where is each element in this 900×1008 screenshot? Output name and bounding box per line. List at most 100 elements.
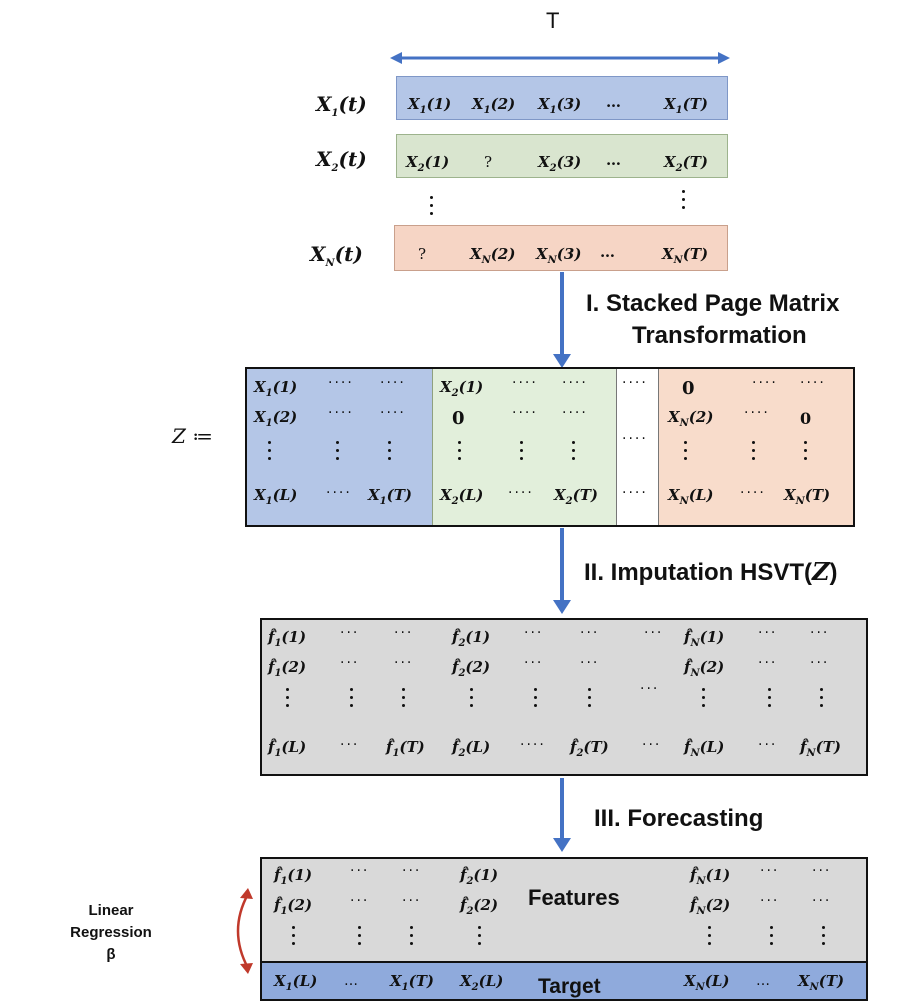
row-label-x2: X2(t) <box>316 147 367 174</box>
z-dots: ···· <box>508 485 534 501</box>
cell-x2-T: X2(T) <box>664 153 708 174</box>
features-fn-2: f̂N(2) <box>690 896 731 917</box>
cell-x2-ellipsis: … <box>606 151 621 169</box>
features-fn-1: f̂N(1) <box>690 866 731 887</box>
imputed-f1-1: f̂1(1) <box>268 628 307 649</box>
z-dots: ···· <box>744 405 770 421</box>
z-dots: ···· <box>622 375 648 391</box>
features-dots: ··· <box>350 893 370 909</box>
z-x2-L: X2(L) <box>440 486 484 507</box>
step1-title-line2: Transformation <box>632 322 807 349</box>
imputed-f1-T: f̂1(T) <box>386 738 425 759</box>
cell-x1-3: X1(3) <box>538 95 582 116</box>
features-dots: ··· <box>760 863 780 879</box>
z-block-series-1 <box>247 369 432 525</box>
z-x1-L: X1(L) <box>254 486 298 507</box>
features-vdots <box>292 926 295 950</box>
features-dots: ··· <box>350 863 370 879</box>
imputed-dots: ··· <box>340 655 360 671</box>
z-xn-zero: 0 <box>682 378 695 399</box>
target-x2-L: X2(L) <box>460 972 504 993</box>
z-xn-T: XN(T) <box>784 486 831 507</box>
imputed-dots: ··· <box>810 625 830 641</box>
target-xn-T: XN(T) <box>798 972 845 993</box>
imputed-dots: ··· <box>644 625 664 641</box>
features-f1-2: f̂1(2) <box>274 896 313 917</box>
features-vdots <box>358 926 361 950</box>
imputed-dots: ··· <box>524 625 544 641</box>
step3-title: III. Forecasting <box>594 805 764 832</box>
z-x2-T: X2(T) <box>554 486 598 507</box>
z-dots: ···· <box>380 375 406 391</box>
regression-line-2: Regression <box>70 924 152 941</box>
z-vdots <box>520 441 523 465</box>
z-xn-zero-2: 0 <box>800 409 812 428</box>
features-vdots <box>708 926 711 950</box>
z-vdots <box>336 441 339 465</box>
z-vdots <box>458 441 461 465</box>
target-label: Target <box>538 975 601 998</box>
flow-arrow-2 <box>553 528 571 614</box>
features-block <box>260 857 868 961</box>
z-block-series-2 <box>432 369 617 525</box>
z-dots: ···· <box>562 405 588 421</box>
z-dots: ···· <box>752 375 778 391</box>
z-x2-1: X2(1) <box>440 378 484 399</box>
cell-x2-missing: ? <box>484 153 493 171</box>
z-x1-1: X1(1) <box>254 378 298 399</box>
imputed-dots: ··· <box>580 655 600 671</box>
target-xn-L: XN(L) <box>684 972 730 993</box>
z-dots: ···· <box>512 375 538 391</box>
features-dots: ··· <box>812 893 832 909</box>
z-vdots <box>752 441 755 465</box>
features-dots: ··· <box>402 863 422 879</box>
cell-x1-ellipsis: … <box>606 93 621 111</box>
flow-arrow-3 <box>553 778 571 852</box>
vertical-ellipsis <box>430 196 433 220</box>
row-label-xn: XN(t) <box>310 242 363 269</box>
imputed-fn-2: f̂N(2) <box>684 658 725 679</box>
z-xn-L: XN(L) <box>668 486 714 507</box>
imputed-dots: ··· <box>340 737 360 753</box>
z-dots: ···· <box>326 485 352 501</box>
features-f1-1: f̂1(1) <box>274 866 313 887</box>
z-vdots <box>684 441 687 465</box>
imputed-f2-T: f̂2(T) <box>570 738 609 759</box>
features-label: Features <box>528 885 620 910</box>
regression-line-1: Linear <box>88 902 134 919</box>
imputed-dots: ··· <box>580 625 600 641</box>
z-dots: ···· <box>328 405 354 421</box>
vertical-ellipsis <box>682 190 685 214</box>
z-vdots <box>388 441 391 465</box>
cell-xn-T: XN(T) <box>662 245 709 266</box>
target-x1-T: X1(T) <box>390 972 434 993</box>
imputed-fn-T: f̂N(T) <box>800 738 841 759</box>
z-vdots <box>804 441 807 465</box>
imputed-dots: ··· <box>758 625 778 641</box>
time-axis-label: T <box>546 8 560 33</box>
features-vdots <box>410 926 413 950</box>
imputed-matrix <box>260 618 868 776</box>
cell-xn-3: XN(3) <box>536 245 582 266</box>
step2-title: II. Imputation HSVT(Z) <box>584 557 838 586</box>
imputed-f2-2: f̂2(2) <box>452 658 491 679</box>
imputed-vdots <box>286 688 289 712</box>
features-dots: ··· <box>760 893 780 909</box>
series-row-1 <box>396 76 728 120</box>
target-dots: … <box>756 973 772 989</box>
regression-line-3: β <box>106 946 116 963</box>
imputed-dots: ··· <box>810 655 830 671</box>
imputed-dots: ··· <box>758 655 778 671</box>
imputed-dots: ···· <box>520 737 546 753</box>
imputed-dots: ··· <box>394 625 414 641</box>
target-x1-L: X1(L) <box>274 972 318 993</box>
imputed-f1-L: f̂1(L) <box>268 738 307 759</box>
features-f2-2: f̂2(2) <box>460 896 499 917</box>
z-dots: ···· <box>740 485 766 501</box>
imputed-f1-2: f̂1(2) <box>268 658 307 679</box>
cell-xn-missing: ? <box>418 245 427 263</box>
z-dots: ···· <box>622 485 648 501</box>
imputed-vdots <box>820 688 823 712</box>
target-row <box>260 961 868 1001</box>
features-vdots <box>822 926 825 950</box>
